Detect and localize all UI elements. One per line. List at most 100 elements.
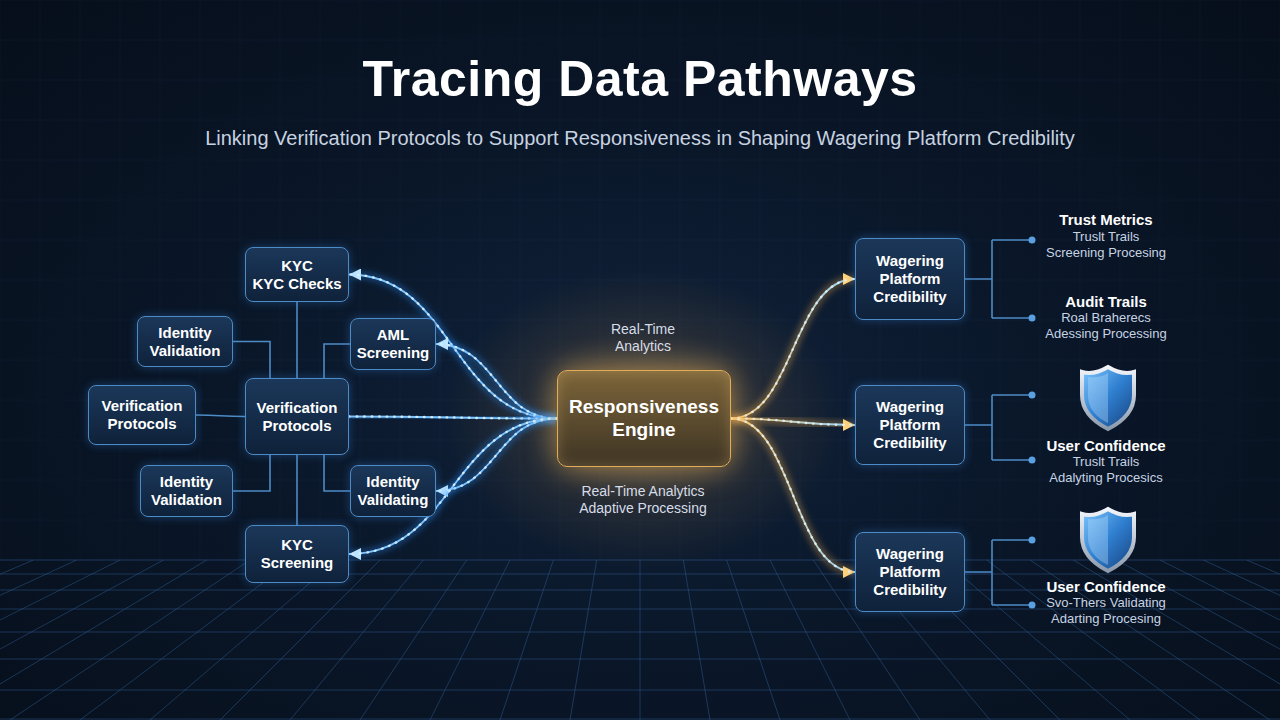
grid-line [0,560,207,720]
grid-line [0,719,1280,720]
bracket-dot [1029,237,1036,244]
grid-line [1160,560,1280,720]
node-text: Wagering Platform Credibility [862,398,958,451]
connector-particles [436,344,557,419]
grid-line [0,0,1280,1]
floor-grid [0,560,1280,720]
connector-line [296,455,298,525]
process-box: Wagering Platform Credibility [855,532,965,612]
grid-line [1030,560,1270,720]
process-box: Verification Protocols [245,378,349,455]
connector-particles [349,275,557,419]
flow-connector [324,344,350,378]
annotation-text: Truslt Trails [1073,454,1140,470]
shield-outline [1082,509,1134,571]
shield-highlight [1088,373,1108,423]
connector-line [324,455,350,491]
flow-connector [349,275,557,419]
connector-line [233,342,270,379]
annotation-text: Adalyting Procesics [1049,470,1162,486]
grid-line [770,560,850,720]
connector-line [436,344,557,419]
connector-glow [731,419,855,573]
annotation-text: Truslt Trails [1073,229,1140,245]
grid-line [0,690,1280,691]
annotation-heading: Audit Trails [1065,293,1147,311]
grid-line [360,560,467,720]
shield-icon [1082,367,1134,429]
grid-line [727,560,780,720]
node-text: AML Screening [357,326,430,361]
connector-line [731,279,855,419]
diagram-title: Tracing Data Pathways [0,50,1280,108]
connector-glow [349,419,557,555]
grid-line [987,560,1200,720]
grid-line [683,560,710,720]
grid-line [0,574,1280,575]
flow-connector [196,415,245,417]
annotation-text: Svo-Thers Validating [1046,595,1166,611]
grid-line [1203,560,1280,720]
process-box: Identity Validating [350,465,436,517]
annotation-heading: User Confidence [1046,437,1165,455]
connector-glow [436,344,557,419]
process-box: KYCKYC Checks [245,247,349,302]
flow-connector [731,279,855,419]
connector-line [324,344,350,378]
annotation-text: Screening Procesing [1046,245,1166,261]
grid-line [500,560,553,720]
grid-line [0,160,1280,161]
process-box: KYC Screening [245,525,349,583]
node-text: Identity Validation [144,324,226,359]
connector-glow [349,275,557,419]
flow-connector [731,419,855,573]
connector-particles [731,419,855,573]
flow-connector [297,455,298,525]
node-text: Wagering Platform Credibility [862,545,958,598]
grid-line [1247,560,1280,720]
grid-line [10,560,250,720]
annotation-text: Adarting Procesing [1051,611,1161,627]
grid-line [0,560,163,720]
bracket-dot [1029,457,1036,464]
grid-line [80,560,293,720]
grid-line [290,560,423,720]
process-box: Wagering Platform Credibility [855,238,965,320]
node-text: Identity Validation [147,473,226,508]
annotation-text: Adaptive Processing [579,500,707,517]
connector-particles [349,417,557,419]
node-text: KYC Screening [252,536,342,571]
grid-line [0,120,1280,121]
bracket-dots [1029,237,1036,609]
grid-line [0,200,1280,201]
node-text: Verification Protocols [252,399,342,434]
node-text: KYC Checks [252,275,341,293]
node-text: Identity Validating [357,473,429,508]
diagram-caption: Linking Verification Protocols to Suppor… [0,127,1280,150]
grid-line [0,560,120,720]
connector-particles [731,279,855,419]
connector-line [349,417,557,419]
grid-line [0,659,1280,660]
flow-connector [297,302,298,378]
flow-connector [349,417,557,419]
flow-connector [436,344,557,419]
grid-line [430,560,510,720]
node-text: Responsiveness Engine [564,396,724,442]
engine-box: Responsiveness Engine [557,370,731,467]
shield-outline [1082,367,1134,429]
connector-line [731,419,855,573]
bracket-dot [1029,315,1036,322]
grid-line [0,632,1280,633]
process-box: Verification Protocols [88,385,196,445]
process-box: Wagering Platform Credibility [855,385,965,465]
bracket-line [965,395,1030,460]
grid-line [220,560,380,720]
annotation-text: Real-Time Analytics [581,483,704,500]
annotation-text: Roal Braherecs [1061,310,1151,326]
flow-connector [233,342,270,379]
connector-line [233,455,270,491]
bracket-dot [1029,537,1036,544]
